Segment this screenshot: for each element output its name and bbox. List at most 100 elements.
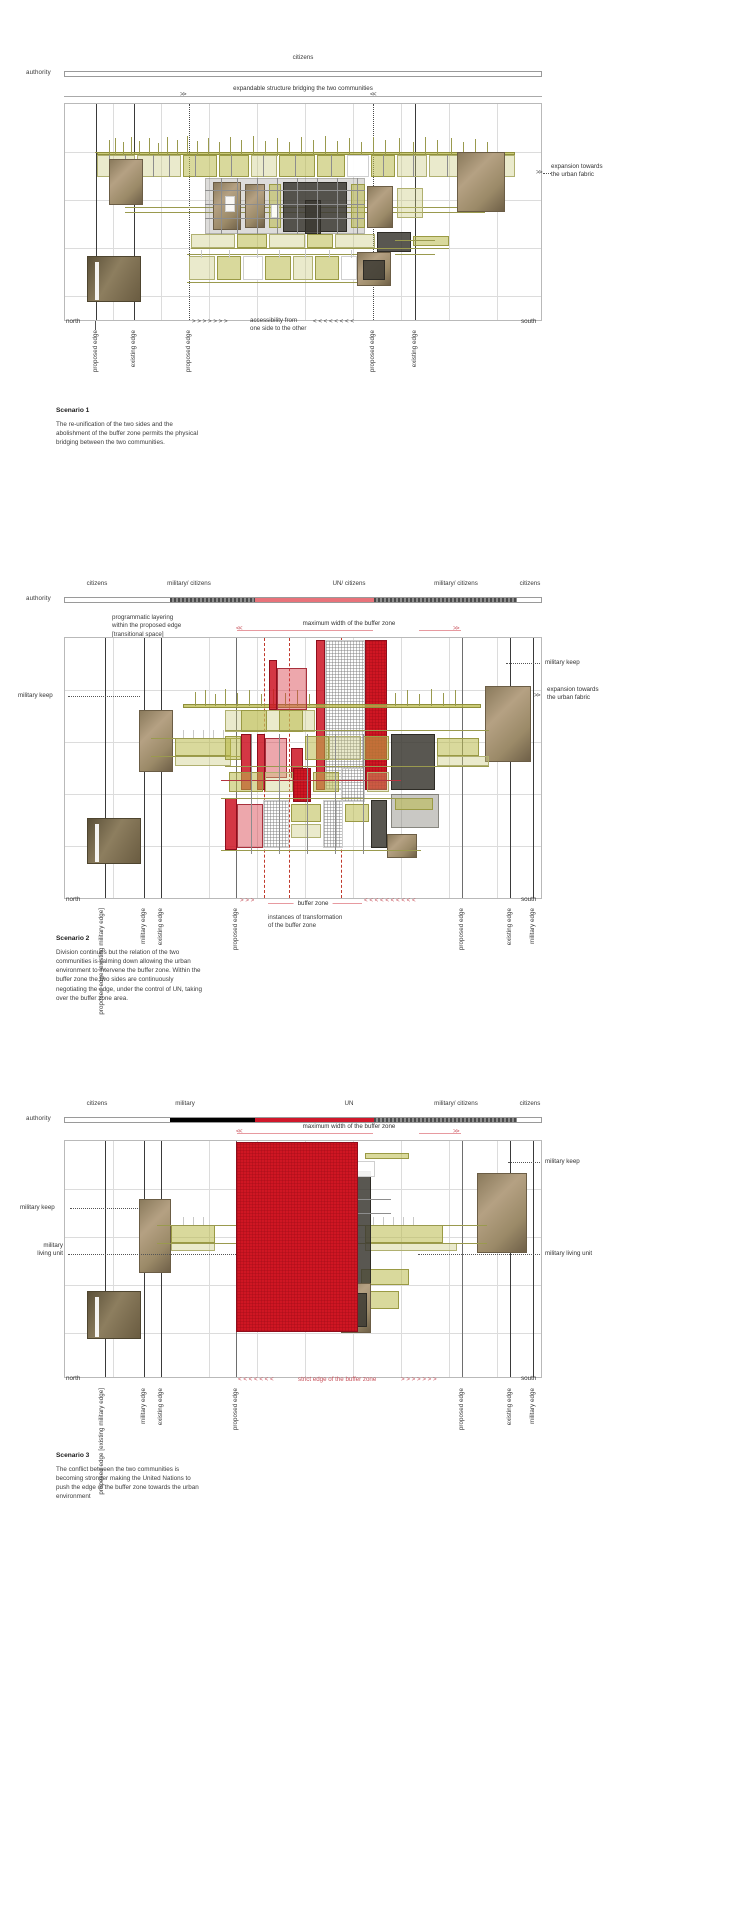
axis-south-1: south	[521, 318, 537, 325]
authority-segment-un-citizens-2	[255, 598, 375, 602]
authority-segment-military-citizens-left-2	[169, 598, 256, 602]
flow-arrows-right-1: > > > > > > >	[192, 318, 228, 325]
authority-tick-military-citizens-3: military/ citizens	[434, 1100, 478, 1107]
red-dot-slab-2	[365, 640, 387, 790]
buffer-arrows-right-2: > > >	[240, 897, 255, 904]
authority-row-2: authority citizens military/ citizens UN…	[0, 580, 754, 610]
stone-mass-right-3	[477, 1173, 527, 1253]
authority-segment-military-3	[169, 1118, 256, 1122]
edge-label-2: proposed edge	[185, 330, 192, 373]
edge-label-3-5: existing edge	[506, 1388, 513, 1426]
authority-segment-military-citizens-right-2	[374, 598, 518, 602]
authority-tick-citizens: citizens	[292, 54, 314, 61]
instances-note-2: instances of transformation of the buffe…	[268, 914, 343, 930]
military-keep-leader-right-2	[506, 663, 540, 664]
authority-row-1: authority citizens	[0, 54, 754, 84]
strict-edge-label-3: strict edge of the buffer zone	[298, 1376, 377, 1383]
authority-segment-citizens-left-2	[65, 598, 170, 602]
drawing-frame-1	[64, 103, 542, 321]
header-span-label: expandable structure bridging the two co…	[229, 85, 377, 92]
side-label-military-living-unit-right-3: military living unit	[545, 1250, 593, 1257]
authority-segment-citizens	[65, 72, 541, 76]
side-marker-expansion-2: >>	[534, 692, 541, 699]
scenario-2-panel: authority citizens military/ citizens UN…	[0, 580, 754, 1080]
side-label-expansion-2: expansion towards the urban fabric	[547, 686, 599, 702]
authority-segment-un-3	[255, 1118, 375, 1122]
authority-tick-un-3: UN	[344, 1100, 354, 1107]
drawing-frame-3	[64, 1140, 542, 1378]
authority-segment-military-citizens-3	[374, 1118, 518, 1122]
stone-mass-left-2	[139, 710, 173, 772]
edge-label-2-3: proposed edge	[232, 908, 239, 951]
caption-title-2: Scenario 2	[56, 935, 90, 942]
side-label-military-living-unit-left-3: military living unit	[37, 1242, 63, 1258]
scenario-1-panel: authority citizens expandable structure …	[0, 0, 754, 560]
edge-label-3-4: proposed edge	[458, 1388, 465, 1431]
caption-title-3: Scenario 3	[56, 1452, 90, 1459]
edge-label-2-4: proposed edge	[458, 908, 465, 951]
stone-mass-right-2	[485, 686, 531, 762]
edge-label-3-1: military edge	[140, 1388, 147, 1424]
flow-arrows-left-1: < < < < < < < <	[313, 318, 354, 325]
side-label-expansion-1: expansion towards the urban fabric	[551, 163, 603, 179]
buffer-zone-mass-3	[236, 1142, 358, 1332]
drawing-frame-2	[64, 637, 542, 899]
side-label-military-keep-left-3: military keep	[20, 1204, 55, 1211]
edge-label-1: existing edge	[130, 330, 137, 368]
header-span-label-2: maximum width of the buffer zone	[298, 620, 400, 627]
authority-row-3: authority citizens military UN military/…	[0, 1100, 754, 1130]
header-arrows-left-2: <<	[236, 625, 243, 632]
edge-line-proposed-right-3	[462, 1141, 463, 1377]
header-arrows-right-2: >>	[453, 625, 460, 632]
edge-line-existing-right-3	[510, 1141, 511, 1377]
authority-bar-2	[64, 597, 542, 603]
axis-north-3: north	[66, 1375, 81, 1382]
authority-label: authority	[26, 69, 51, 76]
edge-label-3: proposed edge	[369, 330, 376, 373]
edge-label-2-5: existing edge	[506, 908, 513, 946]
roof-band-2	[183, 704, 481, 708]
military-living-unit-leader-left-3	[68, 1254, 240, 1255]
stone-mass-left-3	[139, 1199, 171, 1273]
buffer-arrows-left-2: < < < < < < < < < <	[364, 897, 416, 904]
military-keep-leader-right-3	[508, 1162, 540, 1163]
edge-label-3-6: military edge	[529, 1388, 536, 1424]
authority-bar	[64, 71, 542, 77]
header-span-label-3: maximum width of the buffer zone	[298, 1123, 400, 1130]
edge-label-4: existing edge	[411, 330, 418, 368]
scenario-3-panel: authority citizens military UN military/…	[0, 1100, 754, 1600]
edge-line-proposed-mil-2	[105, 638, 106, 898]
axis-north-2: north	[66, 896, 81, 903]
edge-line-proposed-left-2	[236, 638, 237, 898]
header-arrows-left: >>	[180, 91, 187, 98]
red-slab-a-2	[316, 640, 325, 790]
side-label-military-keep-right-2: military keep	[545, 659, 580, 666]
authority-bar-3	[64, 1117, 542, 1123]
axis-north-1: north	[66, 318, 81, 325]
military-living-unit-leader-right-3	[418, 1254, 540, 1255]
military-keep-leader-left-3	[70, 1208, 140, 1209]
side-label-military-keep-right-3: military keep	[545, 1158, 580, 1165]
white-dot-field-2	[325, 640, 365, 790]
authority-tick-military-citizens-right-2: military/ citizens	[434, 580, 478, 587]
edge-label-2-2: existing edge	[157, 908, 164, 946]
strict-arrows-right-3: > > > > > > >	[401, 1376, 437, 1383]
stone-mass-left-1	[109, 159, 143, 205]
authority-tick-military-citizens-left-2: military/ citizens	[167, 580, 211, 587]
authority-tick-citizens-right-2: citizens	[519, 580, 541, 587]
header-arrows-right: <<	[370, 91, 377, 98]
edge-label-0: proposed edge	[92, 330, 99, 373]
caption-title-1: Scenario 1	[56, 407, 90, 414]
authority-segment-citizens-left-3	[65, 1118, 170, 1122]
authority-segment-citizens-right-2	[517, 598, 541, 602]
edge-line-military-right-2	[533, 638, 534, 898]
authority-label-3: authority	[26, 1115, 51, 1122]
buffer-zone-label-2: buffer zone	[293, 900, 333, 907]
edge-line-existing-right-2	[510, 638, 511, 898]
authority-segment-citizens-right-3	[517, 1118, 541, 1122]
authority-tick-military-3: military	[175, 1100, 195, 1107]
edge-line-military-right-3	[533, 1141, 534, 1377]
authority-label-2: authority	[26, 595, 51, 602]
caption-body-2: Division continues but the relation of t…	[56, 949, 202, 1002]
edge-line-proposed-1	[96, 104, 97, 320]
